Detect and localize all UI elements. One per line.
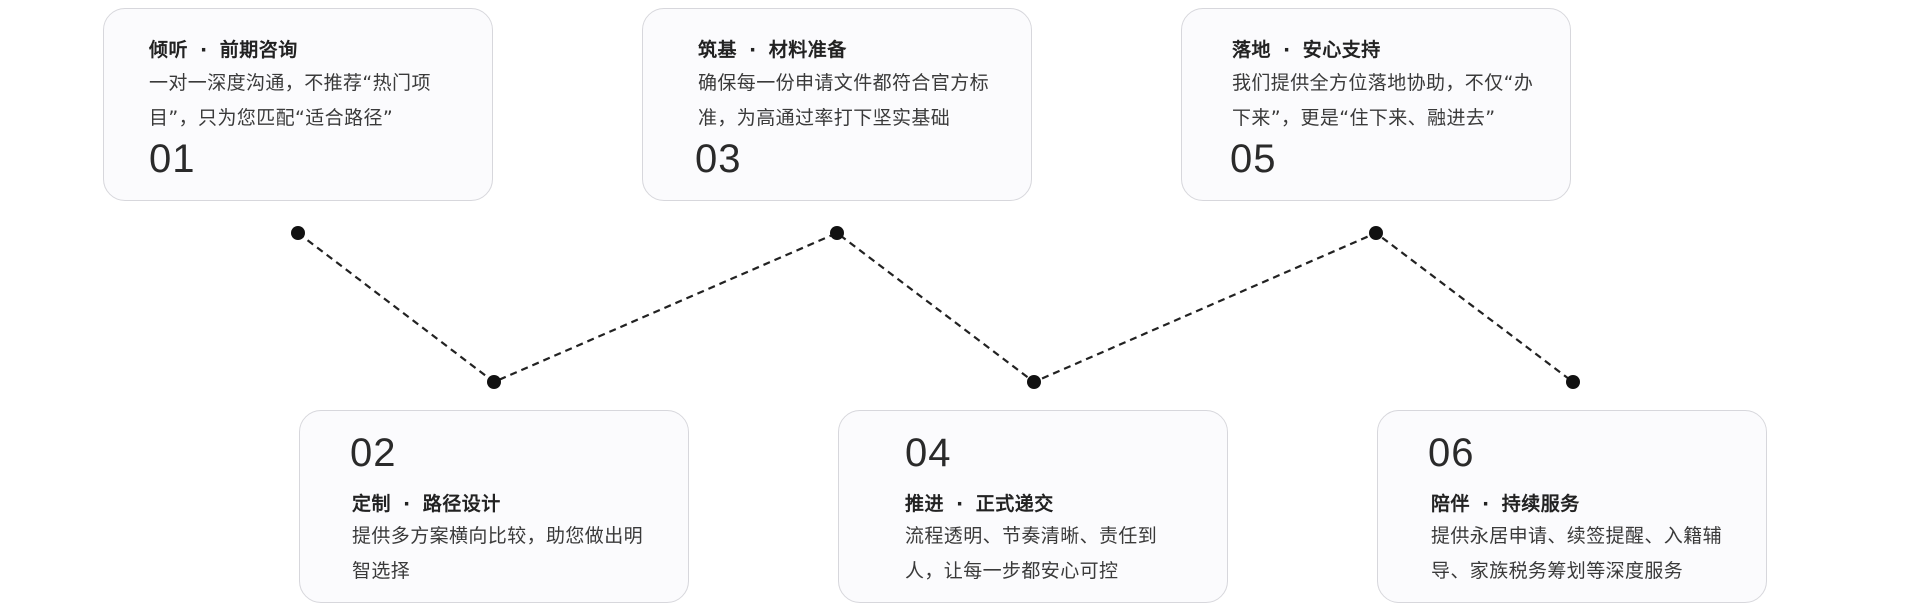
step-topic: 正式递交	[975, 493, 1054, 515]
step-description: 提供多方案横向比较，助您做出明智选择	[352, 525, 644, 582]
title-separator: ·	[1283, 39, 1291, 61]
step-topic: 前期咨询	[219, 39, 298, 61]
step-verb: 筑基	[698, 39, 738, 61]
step-title: 落地 · 安心支持	[1232, 35, 1381, 62]
step-number: 03	[695, 137, 742, 181]
step-topic: 安心支持	[1302, 39, 1381, 61]
step-title: 陪伴 · 持续服务	[1431, 489, 1580, 516]
node-step-02	[487, 375, 501, 389]
step-number: 01	[149, 137, 196, 181]
node-step-03	[830, 226, 844, 240]
step-title: 筑基 · 材料准备	[698, 35, 847, 62]
step-verb: 推进	[905, 493, 945, 515]
step-description: 提供永居申请、续签提醒、入籍辅导、家族税务筹划等深度服务	[1431, 525, 1723, 582]
step-description: 流程透明、节奏清晰、责任到人，让每一步都安心可控	[905, 525, 1158, 582]
step-number: 02	[350, 431, 397, 475]
step-verb: 定制	[352, 493, 392, 515]
step-card-06: 06 陪伴 · 持续服务 提供永居申请、续签提醒、入籍辅导、家族税务筹划等深度服务	[1377, 410, 1767, 603]
step-card-02: 02 定制 · 路径设计 提供多方案横向比较，助您做出明智选择	[299, 410, 689, 603]
node-step-01	[291, 226, 305, 240]
step-topic: 材料准备	[768, 39, 847, 61]
step-card-04: 04 推进 · 正式递交 流程透明、节奏清晰、责任到人，让每一步都安心可控	[838, 410, 1228, 603]
step-number: 05	[1230, 137, 1277, 181]
title-separator: ·	[200, 39, 208, 61]
step-topic: 持续服务	[1501, 493, 1580, 515]
step-card-03: 筑基 · 材料准备 确保每一份申请文件都符合官方标准，为高通过率打下坚实基础 03	[642, 8, 1032, 201]
step-description: 一对一深度沟通，不推荐“热门项目”，只为您匹配“适合路径”	[149, 72, 431, 129]
step-number: 06	[1428, 431, 1475, 475]
node-step-06	[1566, 375, 1580, 389]
step-number: 04	[905, 431, 952, 475]
node-step-04	[1027, 375, 1041, 389]
step-verb: 陪伴	[1431, 493, 1471, 515]
step-card-01: 倾听 · 前期咨询 一对一深度沟通，不推荐“热门项目”，只为您匹配“适合路径” 01	[103, 8, 493, 201]
step-description: 我们提供全方位落地协助，不仅“办下来”，更是“住下来、融进去”	[1232, 72, 1534, 129]
step-description: 确保每一份申请文件都符合官方标准，为高通过率打下坚实基础	[698, 72, 990, 129]
title-separator: ·	[403, 493, 411, 515]
step-title: 定制 · 路径设计	[352, 489, 501, 516]
title-separator: ·	[956, 493, 964, 515]
title-separator: ·	[1482, 493, 1490, 515]
node-step-05	[1369, 226, 1383, 240]
step-topic: 路径设计	[422, 493, 501, 515]
title-separator: ·	[749, 39, 757, 61]
step-card-05: 落地·安心支持 我们提供全方位落地协助，不仅“办下来”，更是“住下来、融进去” …	[1181, 8, 1571, 201]
step-title: 推进 · 正式递交	[905, 489, 1054, 516]
step-verb: 倾听	[149, 39, 189, 61]
step-title: 倾听 · 前期咨询	[149, 35, 298, 62]
step-verb: 落地	[1232, 39, 1272, 61]
zigzag-dashed-line	[297, 231, 1574, 384]
